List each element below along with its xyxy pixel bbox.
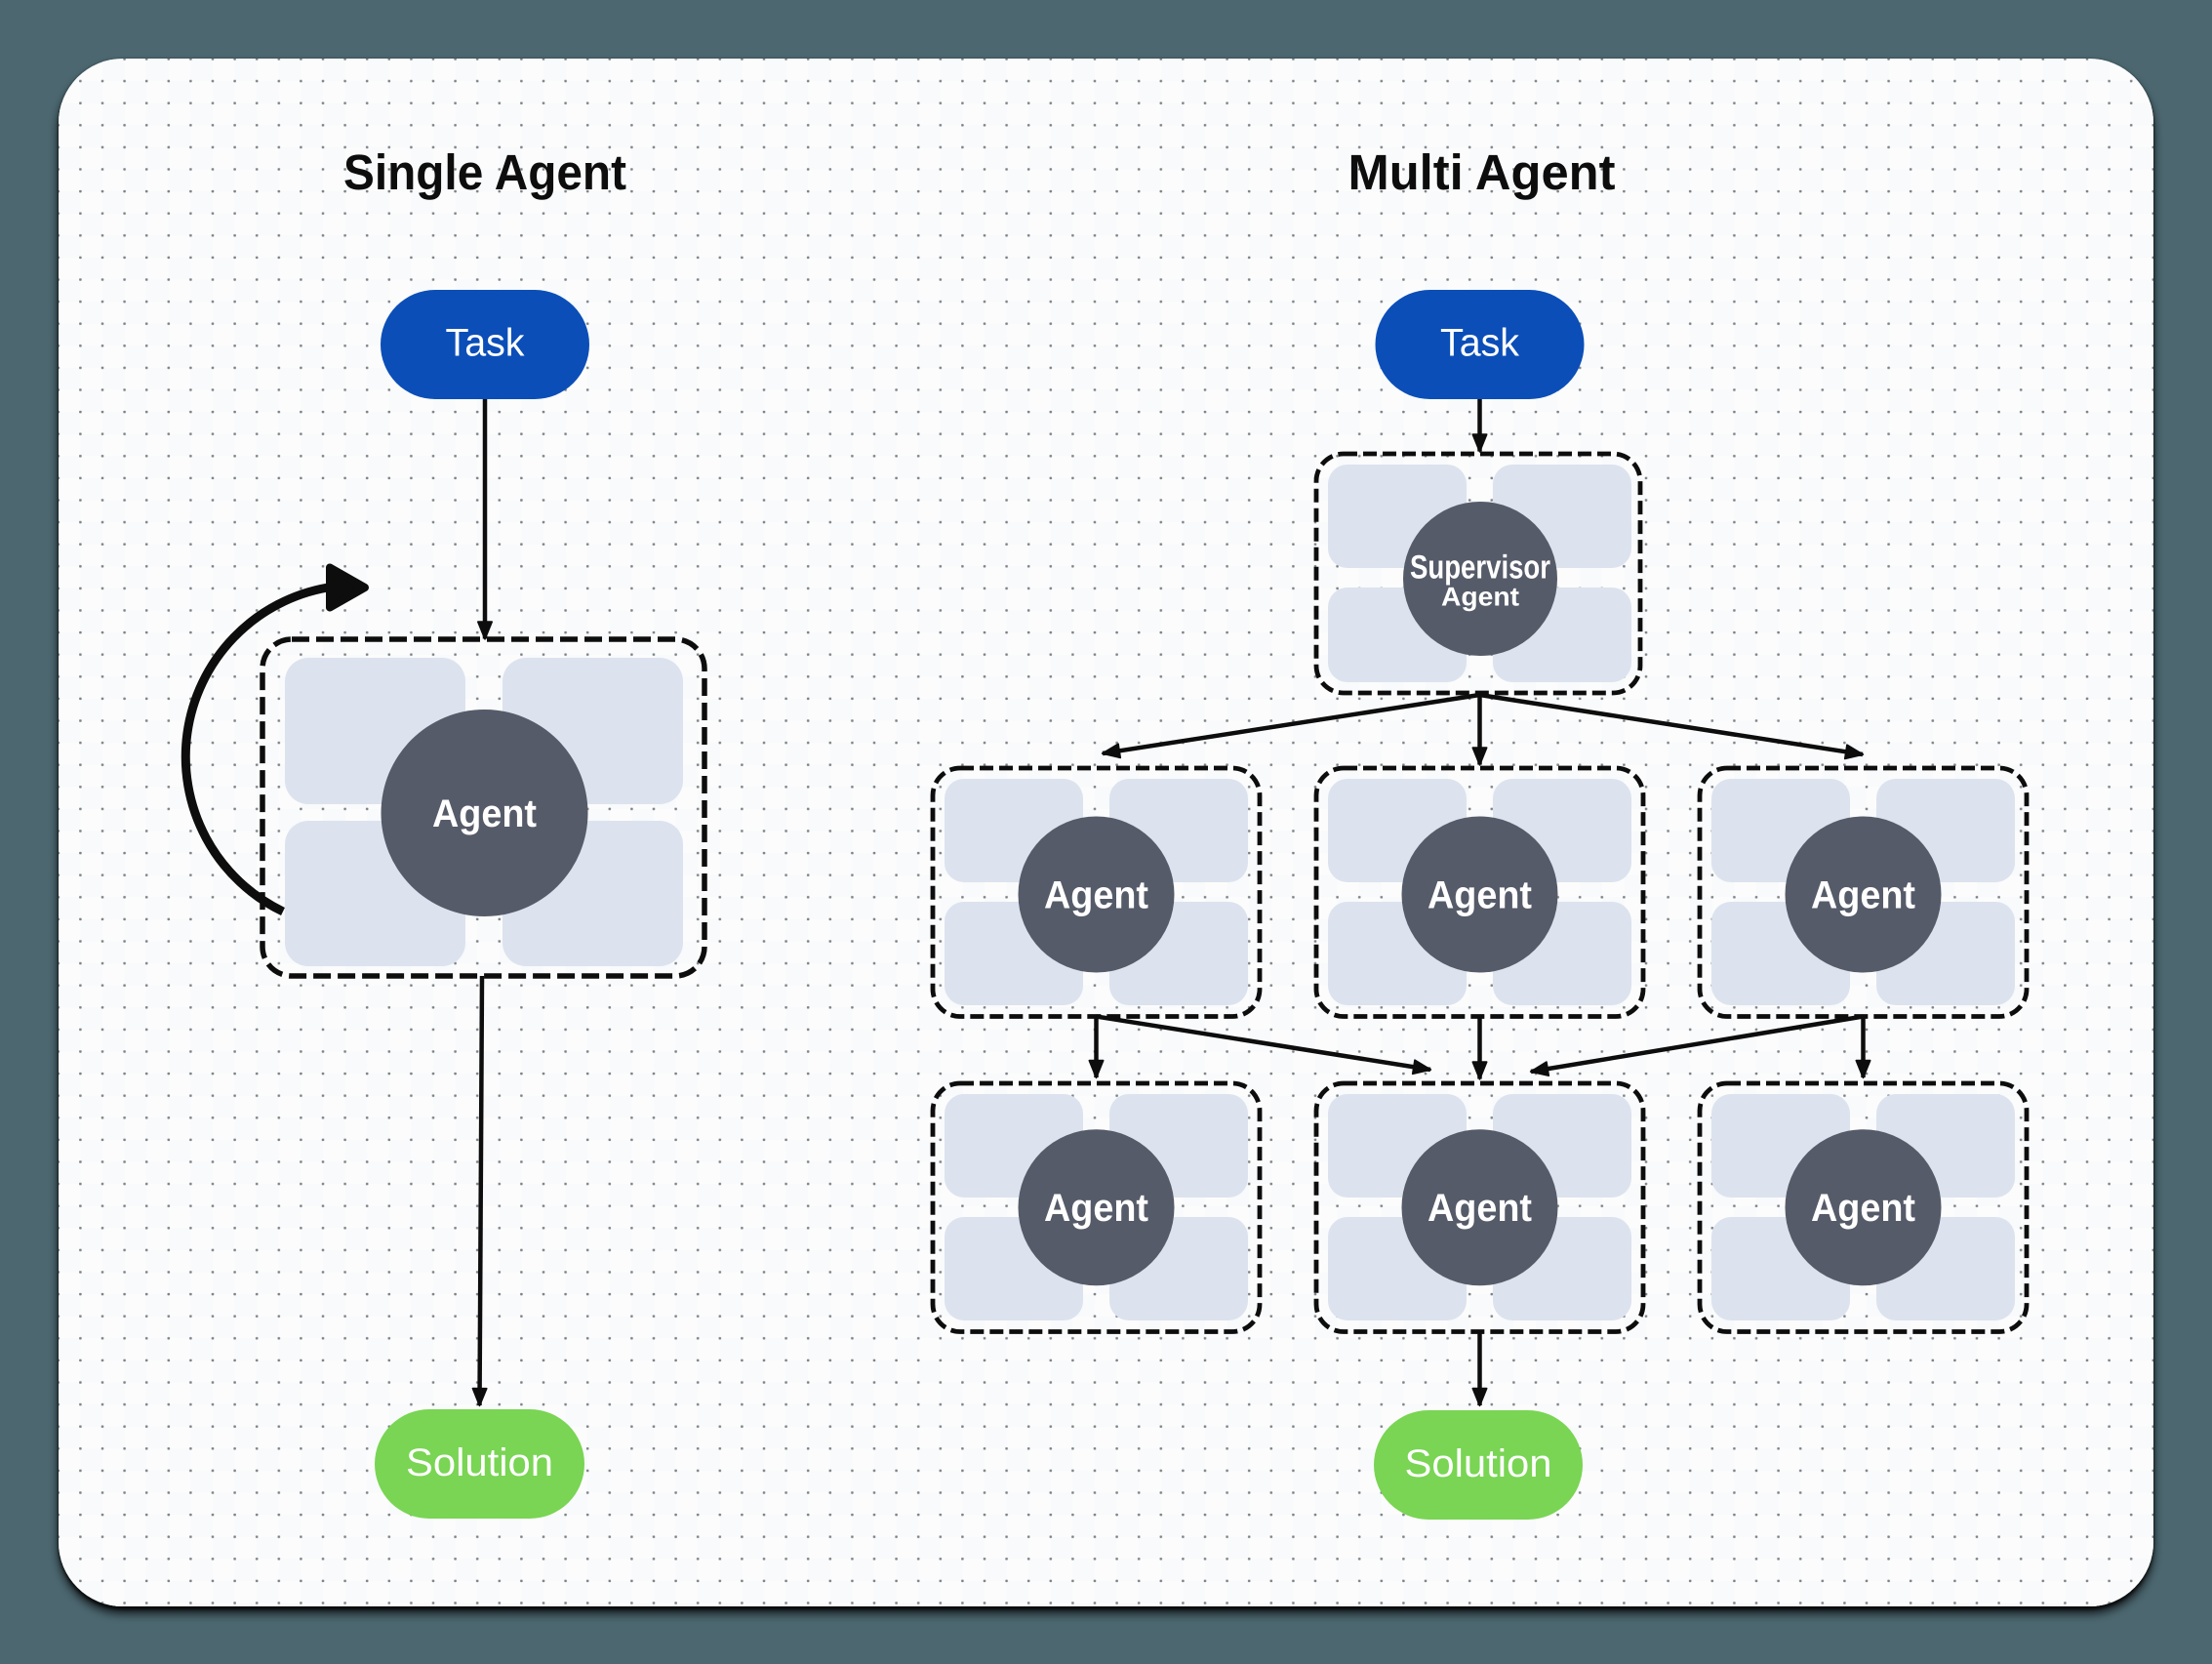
svg-text:Agent: Agent: [1441, 583, 1519, 612]
svg-text:Solution: Solution: [406, 1441, 553, 1484]
svg-text:Multi Agent: Multi Agent: [1348, 144, 1616, 200]
svg-text:Single Agent: Single Agent: [343, 144, 626, 200]
svg-text:Agent: Agent: [1811, 874, 1915, 917]
svg-text:Agent: Agent: [1044, 874, 1148, 917]
svg-text:Solution: Solution: [1405, 1442, 1552, 1485]
svg-text:Agent: Agent: [1811, 1187, 1915, 1230]
svg-text:Agent: Agent: [1044, 1187, 1148, 1230]
svg-text:Agent: Agent: [432, 792, 537, 835]
svg-text:Task: Task: [1440, 322, 1520, 365]
svg-text:Agent: Agent: [1428, 1187, 1532, 1230]
svg-text:Agent: Agent: [1428, 874, 1532, 917]
svg-text:Supervisor: Supervisor: [1410, 549, 1550, 587]
svg-text:Task: Task: [446, 322, 526, 365]
